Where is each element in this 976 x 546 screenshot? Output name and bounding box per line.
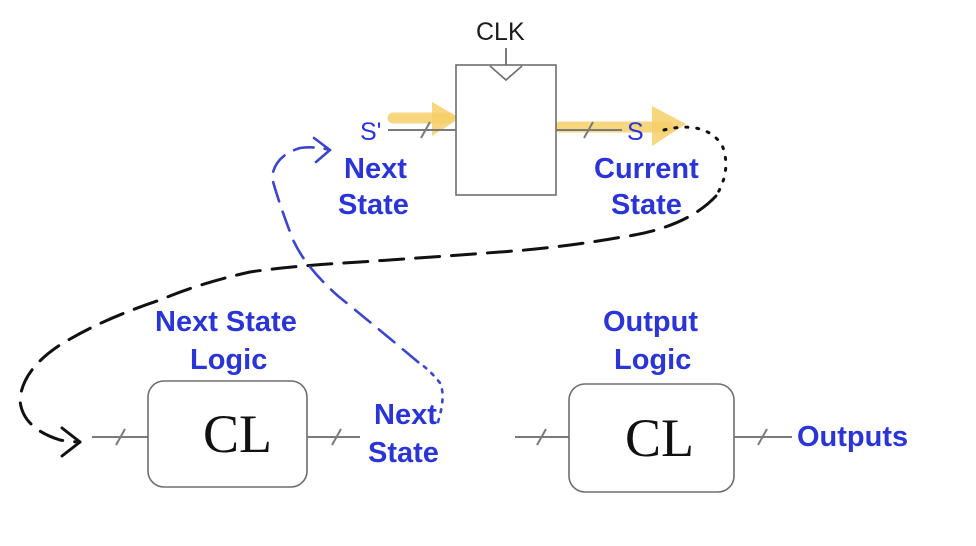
register-input-caption-line1: Next [344, 153, 407, 185]
register-output-caption-line1: Current [594, 153, 699, 185]
register-input-caption-line2: State [338, 189, 409, 221]
highlight-output-wire [554, 106, 686, 146]
register-input-label: S' [360, 118, 381, 146]
output-logic-block: Output Logic CL Outputs [515, 306, 908, 493]
next-state-logic-block: Next State Logic CL Next State [92, 306, 439, 488]
register-box [455, 64, 557, 196]
feedback-annotation-black [18, 125, 728, 458]
next-state-logic-box [147, 380, 308, 488]
output-logic-output-bus-slash [757, 428, 768, 446]
next-state-logic-output-bus-slash [331, 428, 342, 446]
next-state-logic-output-caption-line1: Next [374, 399, 437, 431]
output-logic-input-bus-slash [536, 428, 547, 446]
clock-edge-triangle [489, 65, 523, 82]
clk-label: CLK [476, 18, 525, 46]
outputs-label: Outputs [797, 421, 908, 453]
state-register: CLK S' Next State S Current State [338, 18, 699, 221]
next-state-logic-input-bus-slash [115, 428, 126, 446]
next-state-annotation-blue [270, 136, 444, 424]
next-state-logic-title-line1: Next State [155, 306, 297, 338]
next-state-logic-output-caption-line2: State [368, 437, 439, 469]
register-output-bus-slash [583, 121, 594, 139]
next-state-logic-title-line2: Logic [190, 344, 267, 376]
register-input-bus-slash [420, 121, 431, 139]
output-logic-title-line1: Output [603, 306, 698, 338]
highlight-input-wire [387, 102, 460, 136]
output-logic-cl-symbol: CL [625, 408, 694, 468]
register-output-caption-line2: State [611, 189, 682, 221]
output-logic-title-line2: Logic [614, 344, 691, 376]
register-output-label: S [627, 118, 644, 146]
next-state-logic-cl-symbol: CL [203, 404, 272, 464]
